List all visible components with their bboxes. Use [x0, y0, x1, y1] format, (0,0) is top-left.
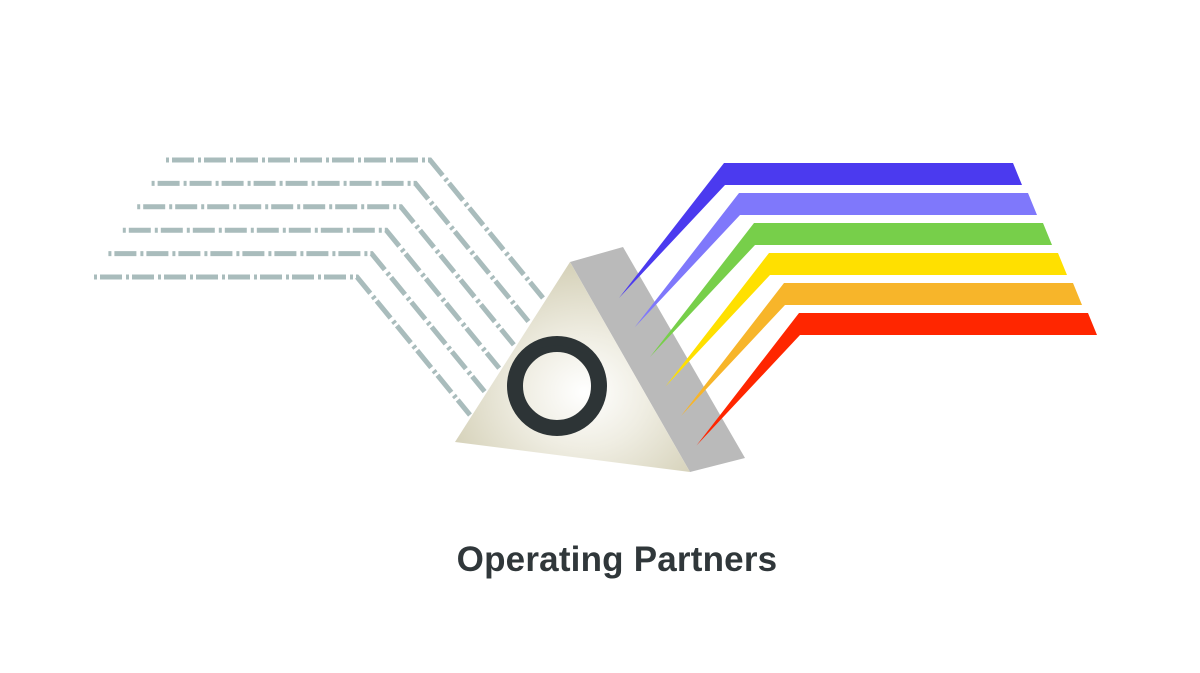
ring-logo-icon — [507, 336, 607, 436]
prism-front-face — [455, 262, 690, 472]
spectrum-band — [665, 253, 1067, 387]
incoming-light-ray — [94, 274, 472, 417]
spectrum-band — [681, 283, 1082, 416]
incoming-light-ray — [166, 157, 545, 300]
prism-side-face — [570, 247, 745, 472]
spectrum-band — [634, 193, 1037, 328]
incoming-light-ray — [137, 204, 516, 347]
page-title: Operating Partners — [456, 540, 778, 579]
prism — [455, 247, 745, 472]
incoming-light-rays — [94, 157, 545, 417]
spectrum-band — [650, 223, 1052, 357]
incoming-light-ray — [151, 180, 531, 323]
incoming-light-ray — [108, 251, 487, 394]
spectrum-band — [619, 163, 1022, 298]
spectrum-band — [696, 313, 1097, 446]
incoming-light-ray — [122, 227, 502, 370]
spectrum-bands — [619, 163, 1097, 446]
